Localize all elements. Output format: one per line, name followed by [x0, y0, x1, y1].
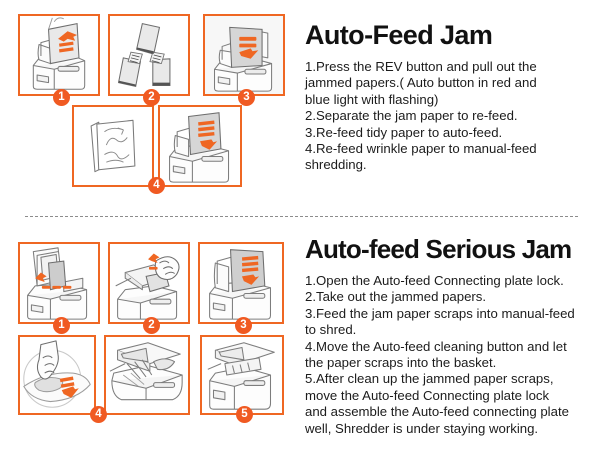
step-line: blue light with flashing): [305, 91, 439, 107]
panel-badge-2: 2: [143, 89, 160, 106]
step-line: the paper scraps into the basket.: [305, 355, 497, 371]
illustration-feed-scraps: [200, 244, 282, 322]
panel-separating-jammed-papers: 2: [108, 14, 190, 106]
step-line: well, Shredder is under staying working.: [305, 420, 539, 436]
step-line: move the Auto-feed Connecting plate lock: [305, 387, 550, 403]
illustration-reassemble-plate: [202, 337, 282, 413]
panel-shredder-paper-pull-up: 1: [18, 14, 100, 106]
panel-re-feed-wrinkle-manual: [158, 105, 242, 187]
step-line: 1.Press the REV button and pull out the: [305, 59, 537, 74]
panel-badge-1: 1: [53, 89, 70, 106]
illustration-wrinkled-paper: [74, 107, 152, 185]
panel-re-feed-tidy-paper: 3: [203, 14, 285, 106]
step-line: 1.Open the Auto-feed Connecting plate lo…: [305, 273, 564, 288]
illustration-re-feed-tidy: [205, 16, 283, 94]
step-line: and assemble the Auto-feed connecting pl…: [305, 404, 569, 420]
panel-badge-4: 4: [90, 406, 107, 423]
steps-list-jam: 1.Press the REV button and pull out the …: [305, 59, 597, 174]
step-line: 3.Feed the jam paper scraps into manual-…: [305, 305, 575, 321]
panel-wrinkled-paper: 4: [72, 105, 165, 194]
illustration-open-plate-lock: [20, 244, 98, 322]
panel-badge-3: 3: [235, 317, 252, 334]
section-auto-feed-jam: 1: [0, 0, 600, 205]
page-title-auto-feed-jam: Auto-Feed Jam: [305, 20, 493, 50]
illustration-column-jam: 1: [10, 0, 295, 205]
panel-feed-scraps-manual-feed: 3: [198, 242, 284, 334]
panel-badge-5: 5: [236, 406, 253, 423]
page-title-auto-feed-serious-jam: Auto-feed Serious Jam: [305, 234, 572, 264]
step-line: 3.Re-feed tidy paper to auto-feed.: [305, 124, 503, 140]
step-line: 2.Separate the jam paper to re-feed.: [305, 108, 518, 124]
section-auto-feed-serious-jam: 1: [0, 228, 600, 450]
panel-badge-1: 1: [53, 317, 70, 334]
step-line: 4.Move the Auto-feed cleaning button and…: [305, 338, 567, 354]
panel-reassemble-connecting-plate: 5: [200, 335, 284, 423]
illustration-manual-feed: [160, 107, 240, 185]
step-line: 5.After clean up the jammed paper scraps…: [305, 371, 554, 387]
panel-badge-2: 2: [143, 317, 160, 334]
illustration-cleaning-button: [20, 337, 94, 413]
illustration-separating-papers: [110, 16, 188, 94]
panel-scraps-into-basket: [104, 335, 190, 415]
steps-list-serious: 1.Open the Auto-feed Connecting plate lo…: [305, 273, 597, 437]
step-line: to shred.: [305, 322, 357, 338]
panel-take-out-jammed-papers: 2: [108, 242, 190, 334]
panel-badge-3: 3: [238, 89, 255, 106]
illustration-shredder-pull-up: [20, 16, 98, 94]
illustration-open-shredder-head: [106, 337, 188, 413]
text-column-jam: Auto-Feed Jam 1.Press the REV button and…: [305, 0, 597, 205]
section-divider: [25, 216, 578, 217]
panel-badge-4: 4: [148, 177, 165, 194]
illustration-take-out-papers: [110, 244, 188, 322]
step-line: shredding.: [305, 157, 367, 173]
step-line: jammed papers.( Auto button in red and: [305, 75, 537, 91]
illustration-column-serious: 1: [10, 228, 295, 450]
text-column-serious: Auto-feed Serious Jam 1.Open the Auto-fe…: [305, 228, 597, 450]
panel-open-connecting-plate-lock: 1: [18, 242, 100, 334]
panel-auto-feed-cleaning-button: 4: [18, 335, 107, 423]
step-line: 4.Re-feed wrinkle paper to manual-feed: [305, 141, 537, 157]
step-line: 2.Take out the jammed papers.: [305, 289, 487, 305]
